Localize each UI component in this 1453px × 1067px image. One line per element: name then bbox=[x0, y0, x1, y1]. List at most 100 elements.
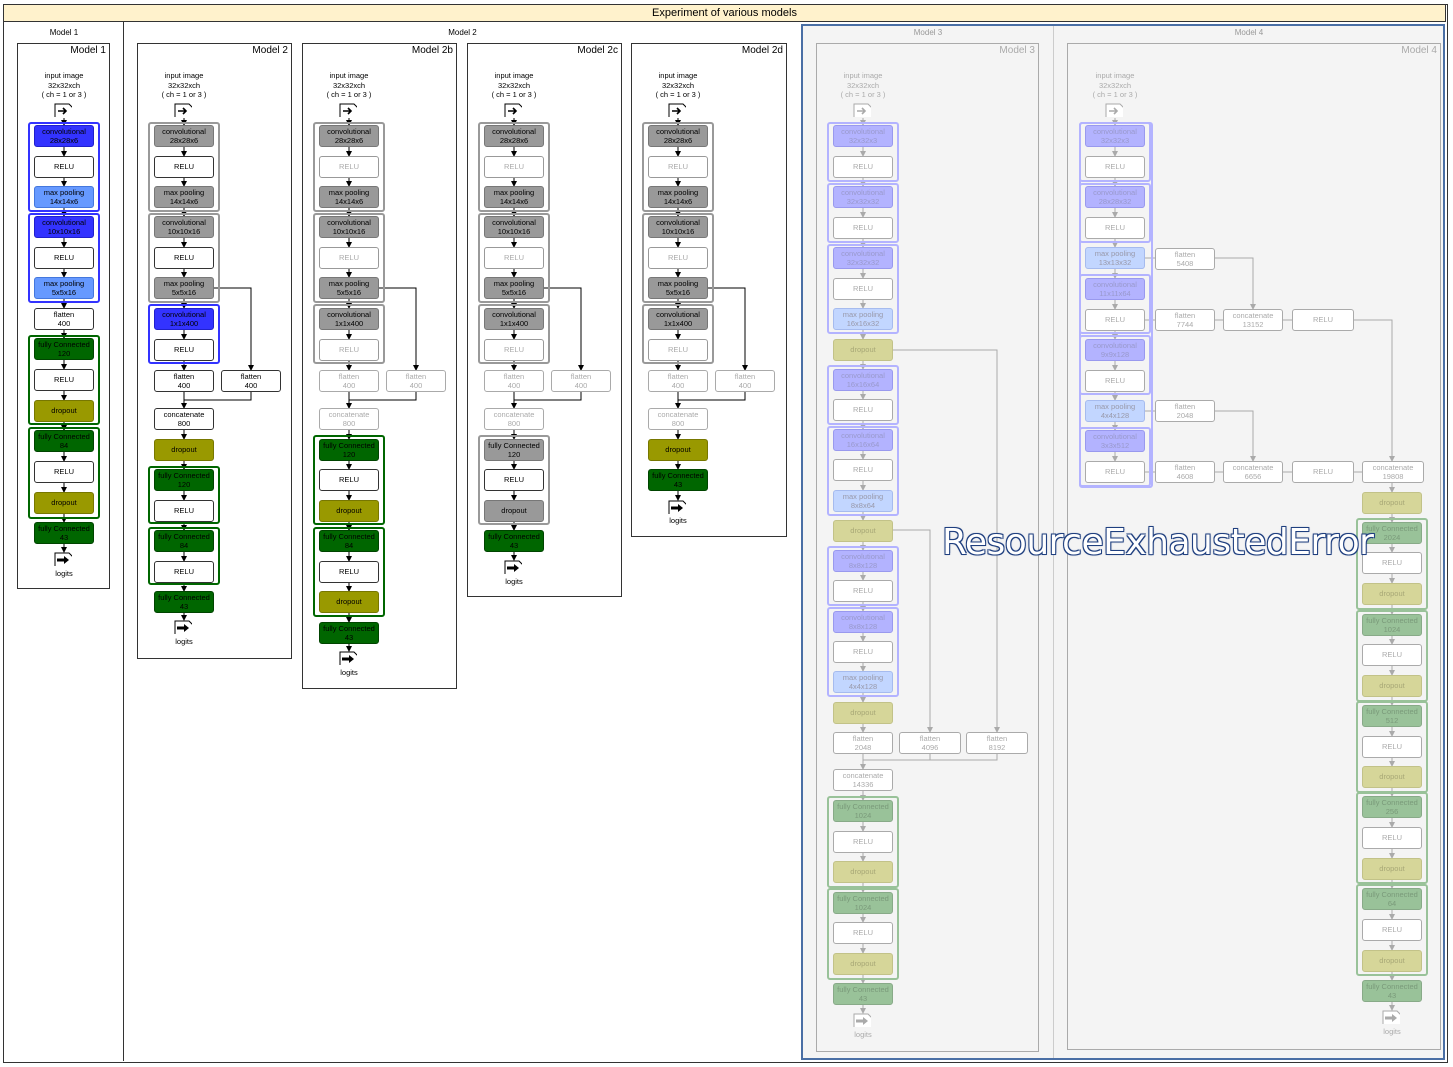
layer-group-outline bbox=[148, 122, 220, 212]
layer-group-outline bbox=[478, 304, 550, 364]
layer-group-outline bbox=[827, 183, 899, 243]
relu-node: RELU bbox=[1085, 156, 1145, 178]
layer-group-outline bbox=[478, 213, 550, 303]
relu-node: RELU bbox=[1362, 827, 1422, 849]
gray-node: convolutional 10x10x16 bbox=[484, 216, 544, 238]
relu-node: RELU bbox=[1362, 552, 1422, 574]
input-arrow-icon bbox=[1105, 103, 1123, 117]
relu-node: RELU bbox=[1362, 644, 1422, 666]
panel-label: Model 2 bbox=[252, 45, 288, 56]
conv-node: convolutional 1x1x400 bbox=[154, 308, 214, 330]
side-node: concatenate 13152 bbox=[1223, 309, 1283, 331]
layer-group-outline bbox=[827, 244, 899, 334]
gray-node: convolutional 1x1x400 bbox=[648, 308, 708, 330]
gray-node: convolutional 1x1x400 bbox=[319, 308, 379, 330]
fc-node: fully Connected 256 bbox=[1362, 796, 1422, 818]
conv-node: convolutional 11x11x64 bbox=[1085, 278, 1145, 300]
relu-node: RELU bbox=[833, 922, 893, 944]
logits-label: logits bbox=[854, 1030, 872, 1039]
drop-node: dropout bbox=[154, 439, 214, 461]
layer-group-outline bbox=[28, 213, 100, 303]
layer-group-outline bbox=[148, 304, 220, 364]
fc-node: fully Connected 1024 bbox=[833, 892, 893, 914]
pool-node: max pooling 4x4x128 bbox=[833, 671, 893, 693]
logits-label: logits bbox=[505, 577, 523, 586]
relu g-node: RELU bbox=[319, 339, 379, 361]
panel-label: Model 2d bbox=[741, 45, 783, 56]
plain-node: flatten 400 bbox=[34, 308, 94, 330]
panel-label: Model 4 bbox=[1401, 45, 1437, 56]
plain-node: flatten 2048 bbox=[833, 732, 893, 754]
input-label: input image 32x32xch ( ch = 1 or 3 ) bbox=[326, 71, 372, 99]
side-node: flatten 7744 bbox=[1155, 309, 1215, 331]
layer-group-outline bbox=[313, 304, 385, 364]
flatten-node: flatten 400 bbox=[154, 370, 214, 392]
section-divider bbox=[1053, 26, 1054, 1058]
fc-node: fully Connected 120 bbox=[319, 439, 379, 461]
drop-node: dropout bbox=[833, 702, 893, 724]
relu g-node: RELU bbox=[648, 339, 708, 361]
fc-node: fully Connected 84 bbox=[154, 530, 214, 552]
relu-node: RELU bbox=[1085, 461, 1145, 483]
relu-node: RELU bbox=[833, 580, 893, 602]
fc-node: fully Connected 43 bbox=[648, 469, 708, 491]
layer-group-outline bbox=[1356, 792, 1428, 884]
layer-group-outline bbox=[28, 427, 100, 519]
input-label: input image 32x32xch ( ch = 1 or 3 ) bbox=[491, 71, 537, 99]
logits-label: logits bbox=[175, 637, 193, 646]
flatten-node: flatten 400 bbox=[484, 370, 544, 392]
conv-node: convolutional 8x8x128 bbox=[833, 550, 893, 572]
layer-group-outline bbox=[148, 466, 220, 524]
logits-label: logits bbox=[55, 569, 73, 578]
conv-node: convolutional 32x32x3 bbox=[833, 125, 893, 147]
drop-node: dropout bbox=[34, 400, 94, 422]
layer-group-outline bbox=[313, 213, 385, 303]
relu g-node: RELU bbox=[648, 247, 708, 269]
fc-node: fully Connected 120 bbox=[154, 469, 214, 491]
layer-group-outline bbox=[642, 213, 714, 303]
panel-label: Model 3 bbox=[999, 45, 1035, 56]
gray-node: max pooling 5x5x16 bbox=[319, 277, 379, 299]
conv-node: convolutional 32x32x32 bbox=[833, 186, 893, 208]
flatten-node: flatten 400 bbox=[386, 370, 446, 392]
drop-node: dropout bbox=[1362, 950, 1422, 972]
relu-node: RELU bbox=[154, 500, 214, 522]
fc-node: fully Connected 120 bbox=[34, 338, 94, 360]
drop-node: dropout bbox=[319, 500, 379, 522]
relu-node: RELU bbox=[1085, 217, 1145, 239]
layer-group-outline bbox=[1356, 518, 1428, 610]
flatten-node: flatten 400 bbox=[551, 370, 611, 392]
relu-node: RELU bbox=[154, 339, 214, 361]
drop-node: dropout bbox=[833, 953, 893, 975]
layer-group-outline bbox=[28, 122, 100, 212]
gray-node: max pooling 5x5x16 bbox=[154, 277, 214, 299]
layer-group-outline bbox=[478, 122, 550, 212]
fc-node: fully Connected 43 bbox=[1362, 980, 1422, 1002]
logits-label: logits bbox=[669, 516, 687, 525]
relu g-node: RELU bbox=[319, 247, 379, 269]
gray-node: convolutional 10x10x16 bbox=[648, 216, 708, 238]
side-node: flatten 5408 bbox=[1155, 248, 1215, 270]
relu-node: RELU bbox=[34, 461, 94, 483]
error-message: ResourceExhaustedError bbox=[942, 522, 1374, 563]
drop-node: dropout bbox=[833, 861, 893, 883]
pool-node: max pooling 5x5x16 bbox=[34, 277, 94, 299]
concatenate-node: concatenate 800 bbox=[154, 408, 214, 430]
pool-node: max pooling 13x13x32 bbox=[1085, 247, 1145, 269]
diagram-title: Experiment of various models bbox=[3, 4, 1446, 22]
logits-output-icon bbox=[1382, 1010, 1400, 1024]
relu-node: RELU bbox=[34, 156, 94, 178]
drop-node: dropout bbox=[1362, 766, 1422, 788]
drop-node: dropout bbox=[833, 520, 893, 542]
relu g-node: RELU bbox=[484, 156, 544, 178]
panel-label: Model 2c bbox=[577, 45, 618, 56]
layer-group-outline bbox=[642, 122, 714, 212]
gray-node: max pooling 14x14x6 bbox=[484, 186, 544, 208]
logits-output-icon bbox=[54, 552, 72, 566]
layer-group-outline bbox=[1356, 701, 1428, 793]
relu-node: RELU bbox=[833, 156, 893, 178]
concatenate-node: concatenate 800 bbox=[319, 408, 379, 430]
fc-node: fully Connected 43 bbox=[484, 530, 544, 552]
flatten-node: flatten 400 bbox=[319, 370, 379, 392]
layer-group-outline bbox=[827, 365, 899, 425]
